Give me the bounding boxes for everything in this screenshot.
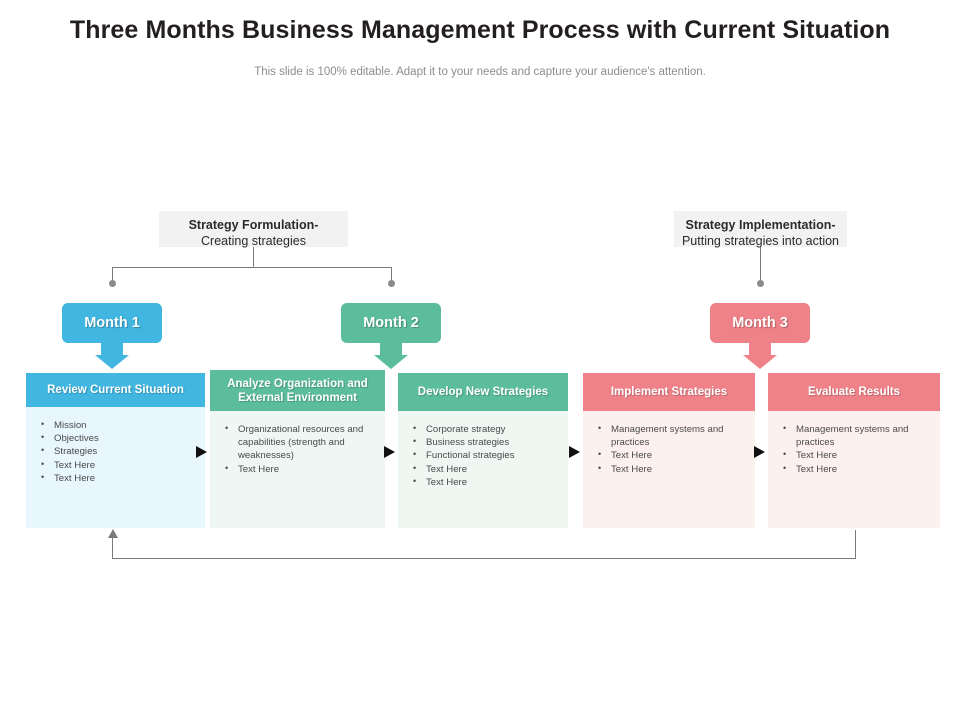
note-strategy-formulation-sub: Creating strategies bbox=[201, 234, 306, 248]
connector-formulation-right-drop bbox=[391, 267, 392, 283]
card-4-list: Management systems and practices Text He… bbox=[589, 422, 745, 476]
month-1-arrow-stem bbox=[101, 343, 123, 355]
list-item: Strategies bbox=[41, 444, 195, 458]
card-1-list: Mission Objectives Strategies Text Here … bbox=[32, 418, 195, 485]
flow-arrow-4-to-5 bbox=[754, 446, 765, 458]
list-item: Text Here bbox=[413, 475, 558, 489]
card-1-header: Review Current Situation bbox=[26, 373, 205, 407]
feedback-loop-left-leg bbox=[112, 537, 113, 559]
card-3-header: Develop New Strategies bbox=[398, 373, 568, 411]
flow-arrow-3-to-4 bbox=[569, 446, 580, 458]
month-2-arrow-stem bbox=[380, 343, 402, 355]
month-2-arrow-head bbox=[374, 355, 408, 369]
month-badge-3-label: Month 3 bbox=[732, 315, 788, 331]
feedback-loop-bottom-bar bbox=[112, 558, 856, 559]
list-item: Organizational resources and capabilitie… bbox=[225, 422, 375, 463]
list-item: Corporate strategy bbox=[413, 422, 558, 436]
list-item: Management systems and practices bbox=[783, 422, 930, 449]
list-item: Management systems and practices bbox=[598, 422, 745, 449]
list-item: Text Here bbox=[783, 448, 930, 462]
page-title: Three Months Business Management Process… bbox=[69, 16, 891, 44]
list-item: Business strategies bbox=[413, 435, 558, 449]
process-card-review-current-situation[interactable]: Mission Objectives Strategies Text Here … bbox=[26, 373, 205, 528]
process-card-analyze-organization[interactable]: Organizational resources and capabilitie… bbox=[210, 370, 385, 528]
list-item: Text Here bbox=[783, 462, 930, 476]
month-badge-2-label: Month 2 bbox=[363, 315, 419, 331]
card-4-body: Management systems and practices Text He… bbox=[583, 411, 755, 528]
list-item: Text Here bbox=[413, 462, 558, 476]
connector-formulation-bar bbox=[112, 267, 392, 268]
note-strategy-formulation[interactable]: Strategy Formulation- Creating strategie… bbox=[159, 211, 348, 248]
process-card-develop-new-strategies[interactable]: Corporate strategy Business strategies F… bbox=[398, 373, 568, 528]
flow-arrow-1-to-2 bbox=[196, 446, 207, 458]
list-item: Text Here bbox=[598, 462, 745, 476]
month-badge-2[interactable]: Month 2 bbox=[341, 303, 441, 343]
month-badge-1[interactable]: Month 1 bbox=[62, 303, 162, 343]
list-item: Text Here bbox=[598, 448, 745, 462]
card-2-header: Analyze Organization and External Enviro… bbox=[210, 370, 385, 411]
list-item: Text Here bbox=[41, 458, 195, 472]
card-2-body: Organizational resources and capabilitie… bbox=[210, 411, 385, 528]
list-item: Objectives bbox=[41, 431, 195, 445]
month-3-arrow-head bbox=[743, 355, 777, 369]
connector-dot-month3 bbox=[757, 280, 764, 287]
page-subtitle: This slide is 100% editable. Adapt it to… bbox=[254, 66, 706, 78]
card-2-list: Organizational resources and capabilitie… bbox=[216, 422, 375, 476]
process-card-evaluate-results[interactable]: Management systems and practices Text He… bbox=[768, 373, 940, 528]
card-4-header: Implement Strategies bbox=[583, 373, 755, 411]
card-3-list: Corporate strategy Business strategies F… bbox=[404, 422, 558, 489]
note-strategy-implementation-sub: Putting strategies into action bbox=[681, 234, 840, 248]
connector-implementation-stem bbox=[760, 247, 761, 283]
card-5-body: Management systems and practices Text He… bbox=[768, 411, 940, 528]
list-item: Text Here bbox=[41, 471, 195, 485]
feedback-loop-right-leg bbox=[855, 530, 856, 558]
connector-formulation-stem bbox=[253, 247, 254, 267]
note-strategy-implementation[interactable]: Strategy Implementation- Putting strateg… bbox=[674, 211, 847, 248]
note-strategy-formulation-strong: Strategy Formulation- bbox=[188, 218, 319, 232]
list-item: Mission bbox=[41, 418, 195, 432]
connector-formulation-left-drop bbox=[112, 267, 113, 283]
list-item: Text Here bbox=[225, 462, 375, 476]
process-card-implement-strategies[interactable]: Management systems and practices Text He… bbox=[583, 373, 755, 528]
month-badge-1-label: Month 1 bbox=[84, 315, 140, 331]
card-5-list: Management systems and practices Text He… bbox=[774, 422, 930, 476]
month-1-arrow-head bbox=[95, 355, 129, 369]
feedback-loop-arrow-head bbox=[108, 529, 118, 538]
connector-dot-month1 bbox=[109, 280, 116, 287]
month-badge-3[interactable]: Month 3 bbox=[710, 303, 810, 343]
note-strategy-implementation-strong: Strategy Implementation- bbox=[685, 218, 836, 232]
card-3-body: Corporate strategy Business strategies F… bbox=[398, 411, 568, 528]
list-item: Functional strategies bbox=[413, 448, 558, 462]
card-5-header: Evaluate Results bbox=[768, 373, 940, 411]
connector-dot-month2 bbox=[388, 280, 395, 287]
card-1-body: Mission Objectives Strategies Text Here … bbox=[26, 407, 205, 528]
month-3-arrow-stem bbox=[749, 343, 771, 355]
flow-arrow-2-to-3 bbox=[384, 446, 395, 458]
